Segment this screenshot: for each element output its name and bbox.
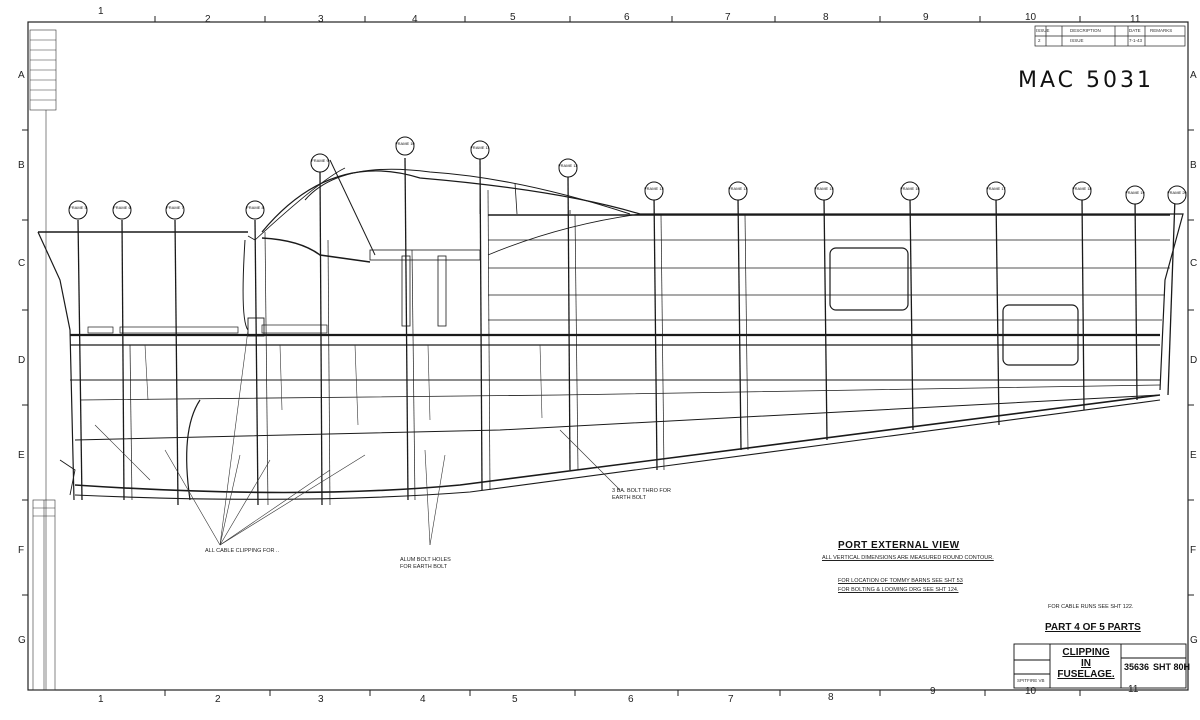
sheet-number: SHT 80H <box>1153 662 1191 672</box>
grid-col-8-top: 8 <box>823 12 829 23</box>
grid-col-1-top: 1 <box>98 6 104 17</box>
grid-col-6-bottom: 6 <box>628 694 634 705</box>
grid-col-11-top: 11 <box>1130 14 1141 25</box>
revision-table <box>1034 25 1186 47</box>
grid-row-a: A <box>18 70 25 81</box>
grid-col-5-top: 5 <box>510 12 516 23</box>
frame-label-11: FRAME 11 <box>470 145 490 150</box>
grid-col-4-top: 4 <box>412 14 418 25</box>
drawing-number: 35636 <box>1124 662 1150 672</box>
grid-col-7-bottom: 7 <box>728 694 734 705</box>
rev-header-description: DESCRIPTION <box>1070 28 1101 33</box>
grid-col-4-bottom: 4 <box>420 694 426 705</box>
location-note-1: FOR LOCATION OF TOMMY BARNS SEE SHT 53 <box>838 578 963 584</box>
leader-lines <box>94 329 621 546</box>
view-subtitle: ALL VERTICAL DIMENSIONS ARE MEASURED ROU… <box>822 555 994 561</box>
frame-label-9: FRAME 9 <box>311 158 329 163</box>
frame-label-19: FRAME 19 <box>1125 190 1145 195</box>
sheet-border <box>27 21 1189 691</box>
grid-col-10-bottom: 10 <box>1025 686 1037 697</box>
grid-row-f: F <box>18 545 25 556</box>
grid-row-b: B <box>18 160 25 171</box>
rev-row-date: 7-1-43 <box>1129 38 1143 43</box>
grid-col-5-bottom: 5 <box>512 694 518 705</box>
grid-row-f-right: F <box>1190 545 1197 556</box>
drawing-id: MAC 5031 <box>1018 68 1154 93</box>
grid-col-9-top: 9 <box>923 12 929 23</box>
frame-label-12: FRAME 12 <box>558 163 578 168</box>
grid-row-g: G <box>18 635 26 646</box>
grid-row-e-right: E <box>1190 450 1197 461</box>
callout-right: 3 BA. BOLT THRO FOR EARTH BOLT <box>612 488 671 501</box>
frame-label-6: FRAME 6 <box>113 205 131 210</box>
grid-ticks <box>22 16 1194 696</box>
grid-col-10-top: 10 <box>1025 12 1037 23</box>
frame-label-10: FRAME 10 <box>395 141 415 146</box>
frame-label-15: FRAME 15 <box>814 186 834 191</box>
rev-header-date: DATE <box>1129 28 1141 33</box>
grid-col-1-bottom: 1 <box>98 694 104 705</box>
grid-col-7-top: 7 <box>725 12 731 23</box>
grid-row-d-right: D <box>1190 355 1198 366</box>
title-line-1: CLIPPING <box>1062 647 1110 658</box>
grid-col-6-top: 6 <box>624 12 630 23</box>
title-line-2: IN <box>1081 658 1091 669</box>
grid-row-c: C <box>18 258 26 269</box>
grid-col-2-top: 2 <box>205 14 211 25</box>
callout-left: ALL CABLE CLIPPING FOR .. <box>205 548 280 554</box>
title-line-3: FUSELAGE. <box>1057 669 1115 680</box>
grid-row-a-right: A <box>1190 70 1197 81</box>
rev-row-description: ISSUE <box>1070 38 1084 43</box>
rev-header-issue: ISSUE <box>1036 28 1050 33</box>
frame-label-7: FRAME 7 <box>166 205 184 210</box>
location-note-2: FOR BOLTING & LOOMING DRG SEE SHT 124. <box>838 587 959 593</box>
frame-label-17: FRAME 17 <box>986 186 1006 191</box>
callout-mid: ALUM BOLT HOLES FOR EARTH BOLT <box>400 557 451 570</box>
left-info-strip <box>29 29 57 691</box>
grid-row-g-right: G <box>1190 635 1198 646</box>
grid-row-b-right: B <box>1190 160 1197 171</box>
rev-header-remarks: REMARKS <box>1150 28 1173 33</box>
frame-label-5: FRAME 5 <box>69 205 87 210</box>
rev-row-issue: 2 <box>1038 38 1041 43</box>
frame-label-13: FRAME 13 <box>644 186 664 191</box>
grid-row-d: D <box>18 355 26 366</box>
frame-label-18: FRAME 18 <box>1072 186 1092 191</box>
view-title: PORT EXTERNAL VIEW <box>838 540 960 551</box>
grid-row-e: E <box>18 450 25 461</box>
grid-row-c-right: C <box>1190 258 1198 269</box>
grid-col-2-bottom: 2 <box>215 694 221 705</box>
grid-col-9-bottom: 9 <box>930 686 936 697</box>
fuselage-structure <box>37 157 1184 506</box>
grid-col-3-bottom: 3 <box>318 694 324 705</box>
aircraft-type: SPITFIRE VB <box>1017 678 1045 683</box>
grid-col-11-bottom: 11 <box>1128 684 1139 695</box>
grid-col-8-bottom: 8 <box>828 692 834 703</box>
part-label: PART 4 OF 5 PARTS <box>1045 622 1141 633</box>
grid-col-3-top: 3 <box>318 14 324 25</box>
frame-label-20: FRAME 20 <box>1167 190 1187 195</box>
frame-label-14: FRAME 14 <box>728 186 748 191</box>
frame-label-8: FRAME 8 <box>246 205 264 210</box>
frame-label-16: FRAME 16 <box>900 186 920 191</box>
cable-note: FOR CABLE RUNS SEE SHT 122. <box>1048 604 1134 610</box>
